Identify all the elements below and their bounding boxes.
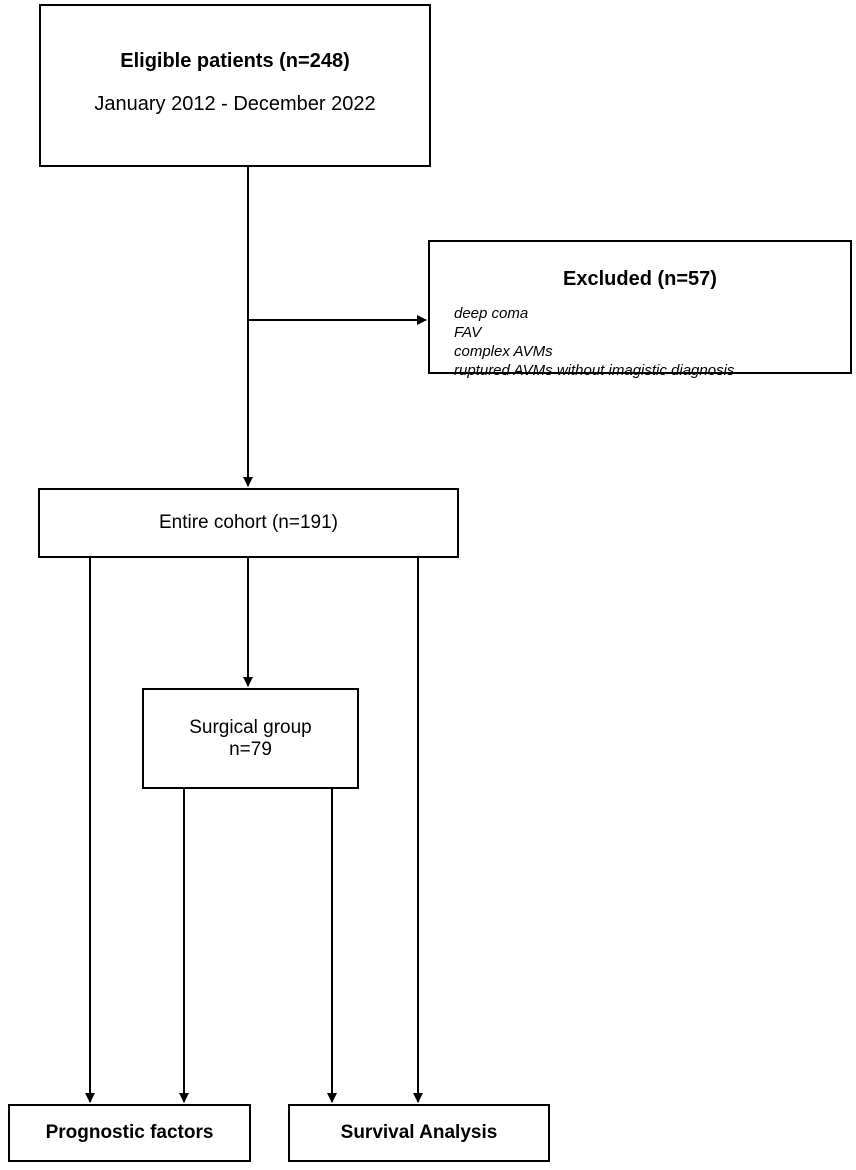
eligible-patients-box: Eligible patients (n=248) January 2012 -… — [39, 4, 431, 167]
eligible-period: January 2012 - December 2022 — [94, 92, 376, 115]
survival-label: Survival Analysis — [340, 1122, 498, 1143]
survival-analysis-box: Survival Analysis — [288, 1104, 550, 1162]
excluded-box: Excluded (n=57) deep coma FAV complex AV… — [428, 240, 852, 379]
entire-cohort-box: Entire cohort (n=191) — [38, 488, 459, 558]
excluded-reason: ruptured AVMs without imagistic diagnosi… — [454, 362, 735, 379]
excluded-reason: deep coma — [454, 305, 529, 322]
surgical-label: Surgical group — [189, 716, 312, 738]
excluded-reason: FAV — [454, 324, 482, 341]
surgical-group-box: Surgical group n=79 — [142, 688, 359, 789]
excluded-title: Excluded (n=57) — [563, 268, 717, 290]
eligible-title: Eligible patients (n=248) — [120, 49, 350, 72]
prognostic-factors-box: Prognostic factors — [8, 1104, 251, 1162]
cohort-label: Entire cohort (n=191) — [158, 512, 338, 533]
prognostic-label: Prognostic factors — [45, 1122, 214, 1143]
excluded-reason: complex AVMs — [454, 343, 553, 360]
excluded-reasons-list: deep coma FAV complex AVMs ruptured AVMs… — [454, 304, 734, 380]
surgical-count: n=79 — [229, 738, 272, 760]
